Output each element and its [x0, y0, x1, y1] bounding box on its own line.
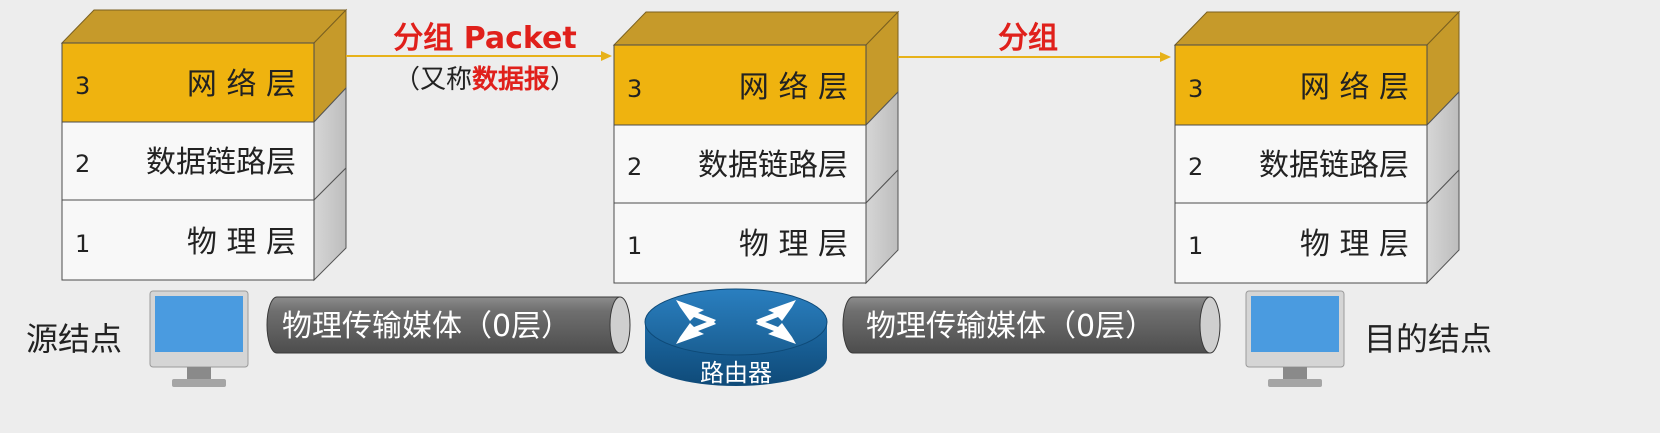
network-layer-box: [61, 42, 315, 123]
data-link-layer-box: [613, 124, 867, 204]
datagram-term: 数据报: [472, 64, 550, 95]
router-label: 路由器: [700, 359, 772, 387]
source-node-label: 源结点: [26, 320, 122, 358]
datagram-note-prefix: （又称: [394, 65, 472, 95]
layer-name: 数据链路层: [146, 145, 296, 180]
layer-name: 物 理 层: [1300, 227, 1409, 262]
destination-computer-icon: [1245, 290, 1345, 387]
layer-name: 物 理 层: [187, 225, 296, 260]
source-computer-icon: [149, 290, 249, 387]
source-layer-stack: 3 网 络 层 2 数据链路层 1 物 理 层: [60, 8, 348, 282]
medium-label: 物理传输媒体（0层）: [282, 309, 571, 344]
layer-name: 数据链路层: [1259, 148, 1409, 183]
router-layer-stack: 3 网 络 层 2 数据链路层 1 物 理 层: [612, 10, 900, 285]
packet-label-2: 分组: [998, 21, 1058, 56]
medium-label: 物理传输媒体（0层）: [866, 309, 1155, 344]
layer-name: 网 络 层: [1300, 70, 1409, 105]
layer-number: 1: [1188, 232, 1203, 260]
datagram-note-suffix: ）: [550, 65, 576, 95]
network-layer-box: [1174, 44, 1428, 126]
layer-number: 2: [1188, 153, 1203, 181]
router-icon: 路由器: [644, 288, 828, 387]
data-link-layer-box: [1174, 124, 1428, 204]
physical-layer-box: [613, 202, 867, 284]
layer-number: 1: [627, 232, 642, 260]
layer-number: 3: [75, 72, 90, 100]
layer-number: 2: [627, 153, 642, 181]
physical-layer-box: [61, 199, 315, 281]
layer-name: 网 络 层: [187, 67, 296, 102]
destination-node-label: 目的结点: [1364, 320, 1492, 358]
datagram-note: （又称数据报）: [394, 64, 576, 95]
network-layer-box: [613, 44, 867, 126]
right-transmission-medium: 物理传输媒体（0层）: [842, 296, 1221, 354]
layer-name: 网 络 层: [739, 70, 848, 105]
layer-name: 物 理 层: [739, 227, 848, 262]
layer-number: 3: [1188, 75, 1203, 103]
packet-label: 分组 Packet: [393, 21, 577, 56]
layer-number: 3: [627, 75, 642, 103]
packet-arrow-1: [346, 51, 612, 61]
destination-layer-stack: 3 网 络 层 2 数据链路层 1 物 理 层: [1173, 10, 1461, 285]
layer-name: 数据链路层: [698, 148, 848, 183]
layer-number: 2: [75, 150, 90, 178]
left-transmission-medium: 物理传输媒体（0层）: [266, 296, 631, 354]
layer-number: 1: [75, 230, 90, 258]
data-link-layer-box: [61, 121, 315, 201]
physical-layer-box: [1174, 202, 1428, 284]
packet-arrow-2: [898, 52, 1171, 62]
